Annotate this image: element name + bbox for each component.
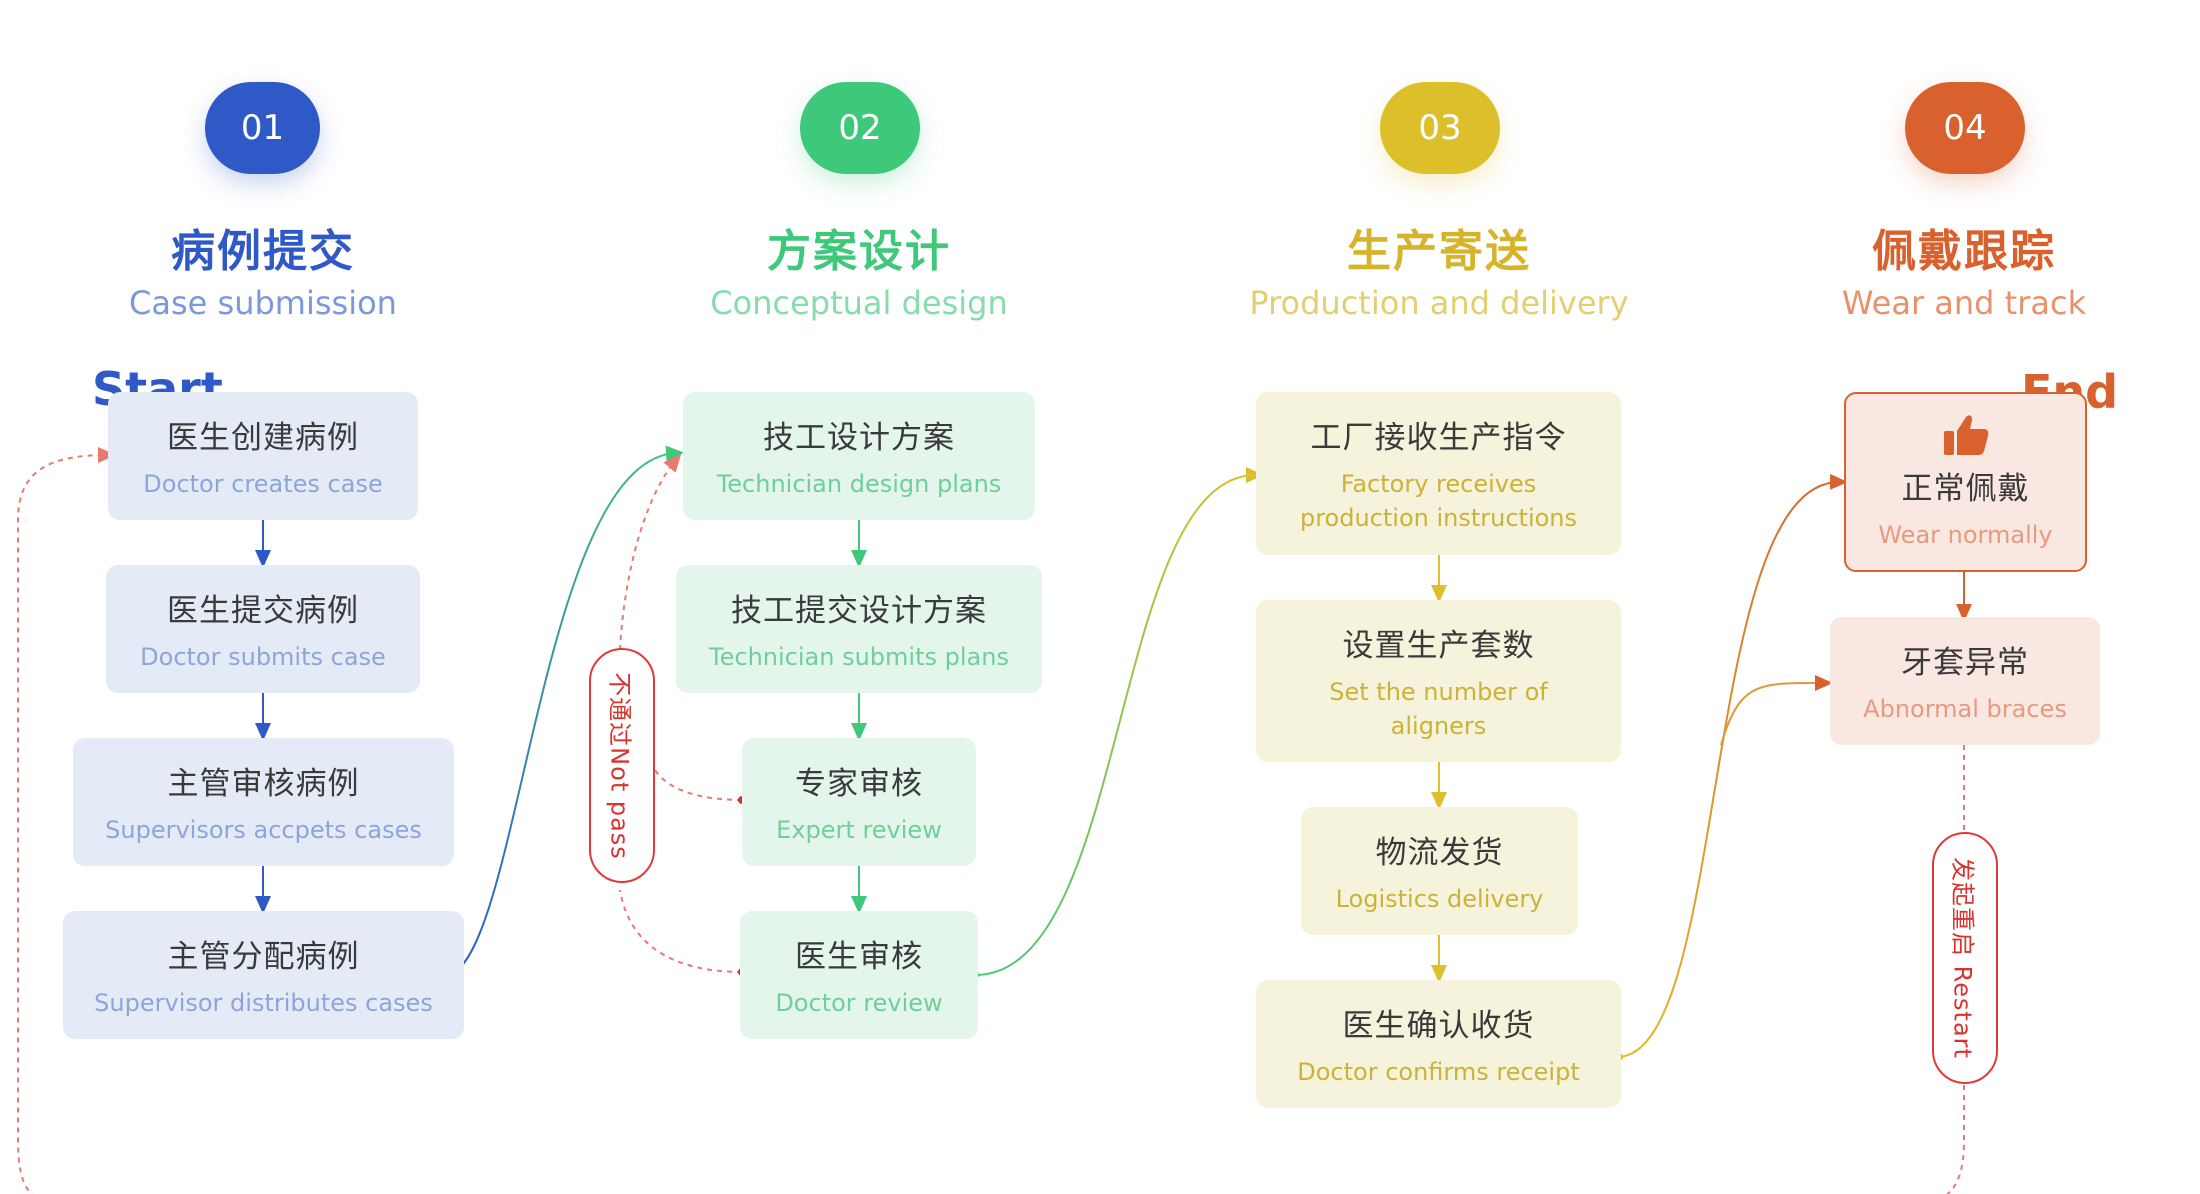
box-label-en: Technician design plans — [716, 469, 1002, 498]
curve-col3-col4b — [1720, 674, 1833, 746]
step-badge-02: 02 — [800, 82, 920, 174]
not-pass-badge: 不通过Not pass — [589, 648, 655, 883]
box-label-en-line2: aligners — [1390, 711, 1487, 740]
restart-label: 发起重启 Restart — [1948, 857, 1977, 1059]
box-label-cn: 技工设计方案 — [763, 419, 955, 456]
box-label-en-line1: Set the number of — [1329, 677, 1548, 706]
box-label-en-line2: production instructions — [1299, 504, 1578, 532]
box-label-en: Doctor creates case — [143, 469, 383, 498]
box-label-en: Wear normally — [1878, 520, 2053, 549]
box-label-cn: 医生审核 — [795, 938, 923, 975]
box-set-number-of-aligners: 设置生产套数 Set the number of aligners — [1256, 600, 1621, 762]
not-pass-loops — [619, 453, 743, 973]
box-label-cn: 医生创建病例 — [167, 419, 359, 456]
step-title-en-02: Conceptual design — [710, 284, 1008, 322]
step-title-cn-02: 方案设计 — [767, 226, 951, 277]
step-title-cn-01: 病例提交 — [171, 226, 355, 277]
box-label-en: Doctor submits case — [140, 642, 386, 671]
box-logistics-delivery: 物流发货 Logistics delivery — [1301, 807, 1578, 935]
box-wear-normally: 正常佩戴 Wear normally — [1844, 392, 2087, 572]
box-label-cn: 技工提交设计方案 — [731, 592, 987, 629]
step-title-en-01: Case submission — [129, 284, 397, 322]
box-label-en-line1: Factory receives — [1340, 470, 1537, 498]
box-label-en: Expert review — [776, 815, 942, 844]
step-title-en-03: Production and delivery — [1249, 284, 1629, 322]
box-label-cn: 工厂接收生产指令 — [1310, 420, 1567, 456]
box-label-en: Technician submits plans — [709, 642, 1009, 671]
box-label-cn: 医生确认收货 — [1342, 1007, 1535, 1044]
step-badge-01: 01 — [205, 82, 320, 174]
box-supervisor-distributes-cases: 主管分配病例 Supervisor distributes cases — [63, 911, 464, 1039]
box-label-en: Doctor confirms receipt — [1297, 1057, 1580, 1086]
box-expert-review: 专家审核 Expert review — [742, 738, 976, 866]
curve-col3-col4a — [1618, 473, 1848, 1058]
restart-loop — [17, 447, 1965, 1194]
box-technician-submits-plans: 技工提交设计方案 Technician submits plans — [676, 565, 1042, 693]
thumbs-up-icon — [1943, 414, 1988, 455]
step-badge-04: 04 — [1905, 82, 2025, 174]
box-doctor-confirms-receipt: 医生确认收货 Doctor confirms receipt — [1256, 980, 1621, 1108]
box-technician-design-plans: 技工设计方案 Technician design plans — [683, 392, 1035, 520]
box-supervisor-accepts-cases: 主管审核病例 Supervisors accpets cases — [73, 738, 454, 866]
step-title-en-04: Wear and track — [1841, 284, 2087, 322]
box-label-cn: 物流发货 — [1375, 834, 1504, 871]
curve-col1-col2 — [447, 445, 684, 976]
box-doctor-creates-case: 医生创建病例 Doctor creates case — [108, 392, 418, 520]
step-title-cn-04: 佩戴跟踪 — [1872, 226, 2056, 277]
box-label-en: Set the number of aligners — [1329, 675, 1547, 743]
box-label-en: Supervisor distributes cases — [94, 988, 433, 1017]
box-factory-receives-instructions: 工厂接收生产指令 Factory receives production inst… — [1256, 392, 1621, 555]
step-title-cn-03: 生产寄送 — [1347, 226, 1531, 277]
box-label-en: Abnormal braces — [1863, 694, 2067, 723]
box-label-cn: 专家审核 — [795, 765, 923, 802]
box-abnormal-braces: 牙套异常 Abnormal braces — [1830, 617, 2100, 745]
box-label-cn: 医生提交病例 — [167, 592, 359, 629]
box-label-cn: 设置生产套数 — [1342, 627, 1535, 664]
box-label-cn: 牙套异常 — [1901, 644, 2029, 681]
box-label-en: Factory receives production instructions — [1300, 467, 1577, 535]
box-label-en: Doctor review — [775, 988, 943, 1017]
curve-col2-col3 — [974, 467, 1264, 976]
box-label-en: Logistics delivery — [1335, 884, 1544, 913]
step-badge-03: 03 — [1380, 82, 1500, 174]
not-pass-label: 不通过Not pass — [605, 671, 634, 860]
box-doctor-review: 医生审核 Doctor review — [740, 911, 978, 1039]
box-label-cn: 主管分配病例 — [167, 938, 360, 975]
box-label-cn: 主管审核病例 — [167, 765, 360, 802]
restart-badge: 发起重启 Restart — [1932, 832, 1998, 1084]
box-doctor-submits-case: 医生提交病例 Doctor submits case — [106, 565, 420, 693]
box-label-en: Supervisors accpets cases — [105, 815, 422, 844]
box-label-cn: 正常佩戴 — [1901, 470, 2030, 507]
